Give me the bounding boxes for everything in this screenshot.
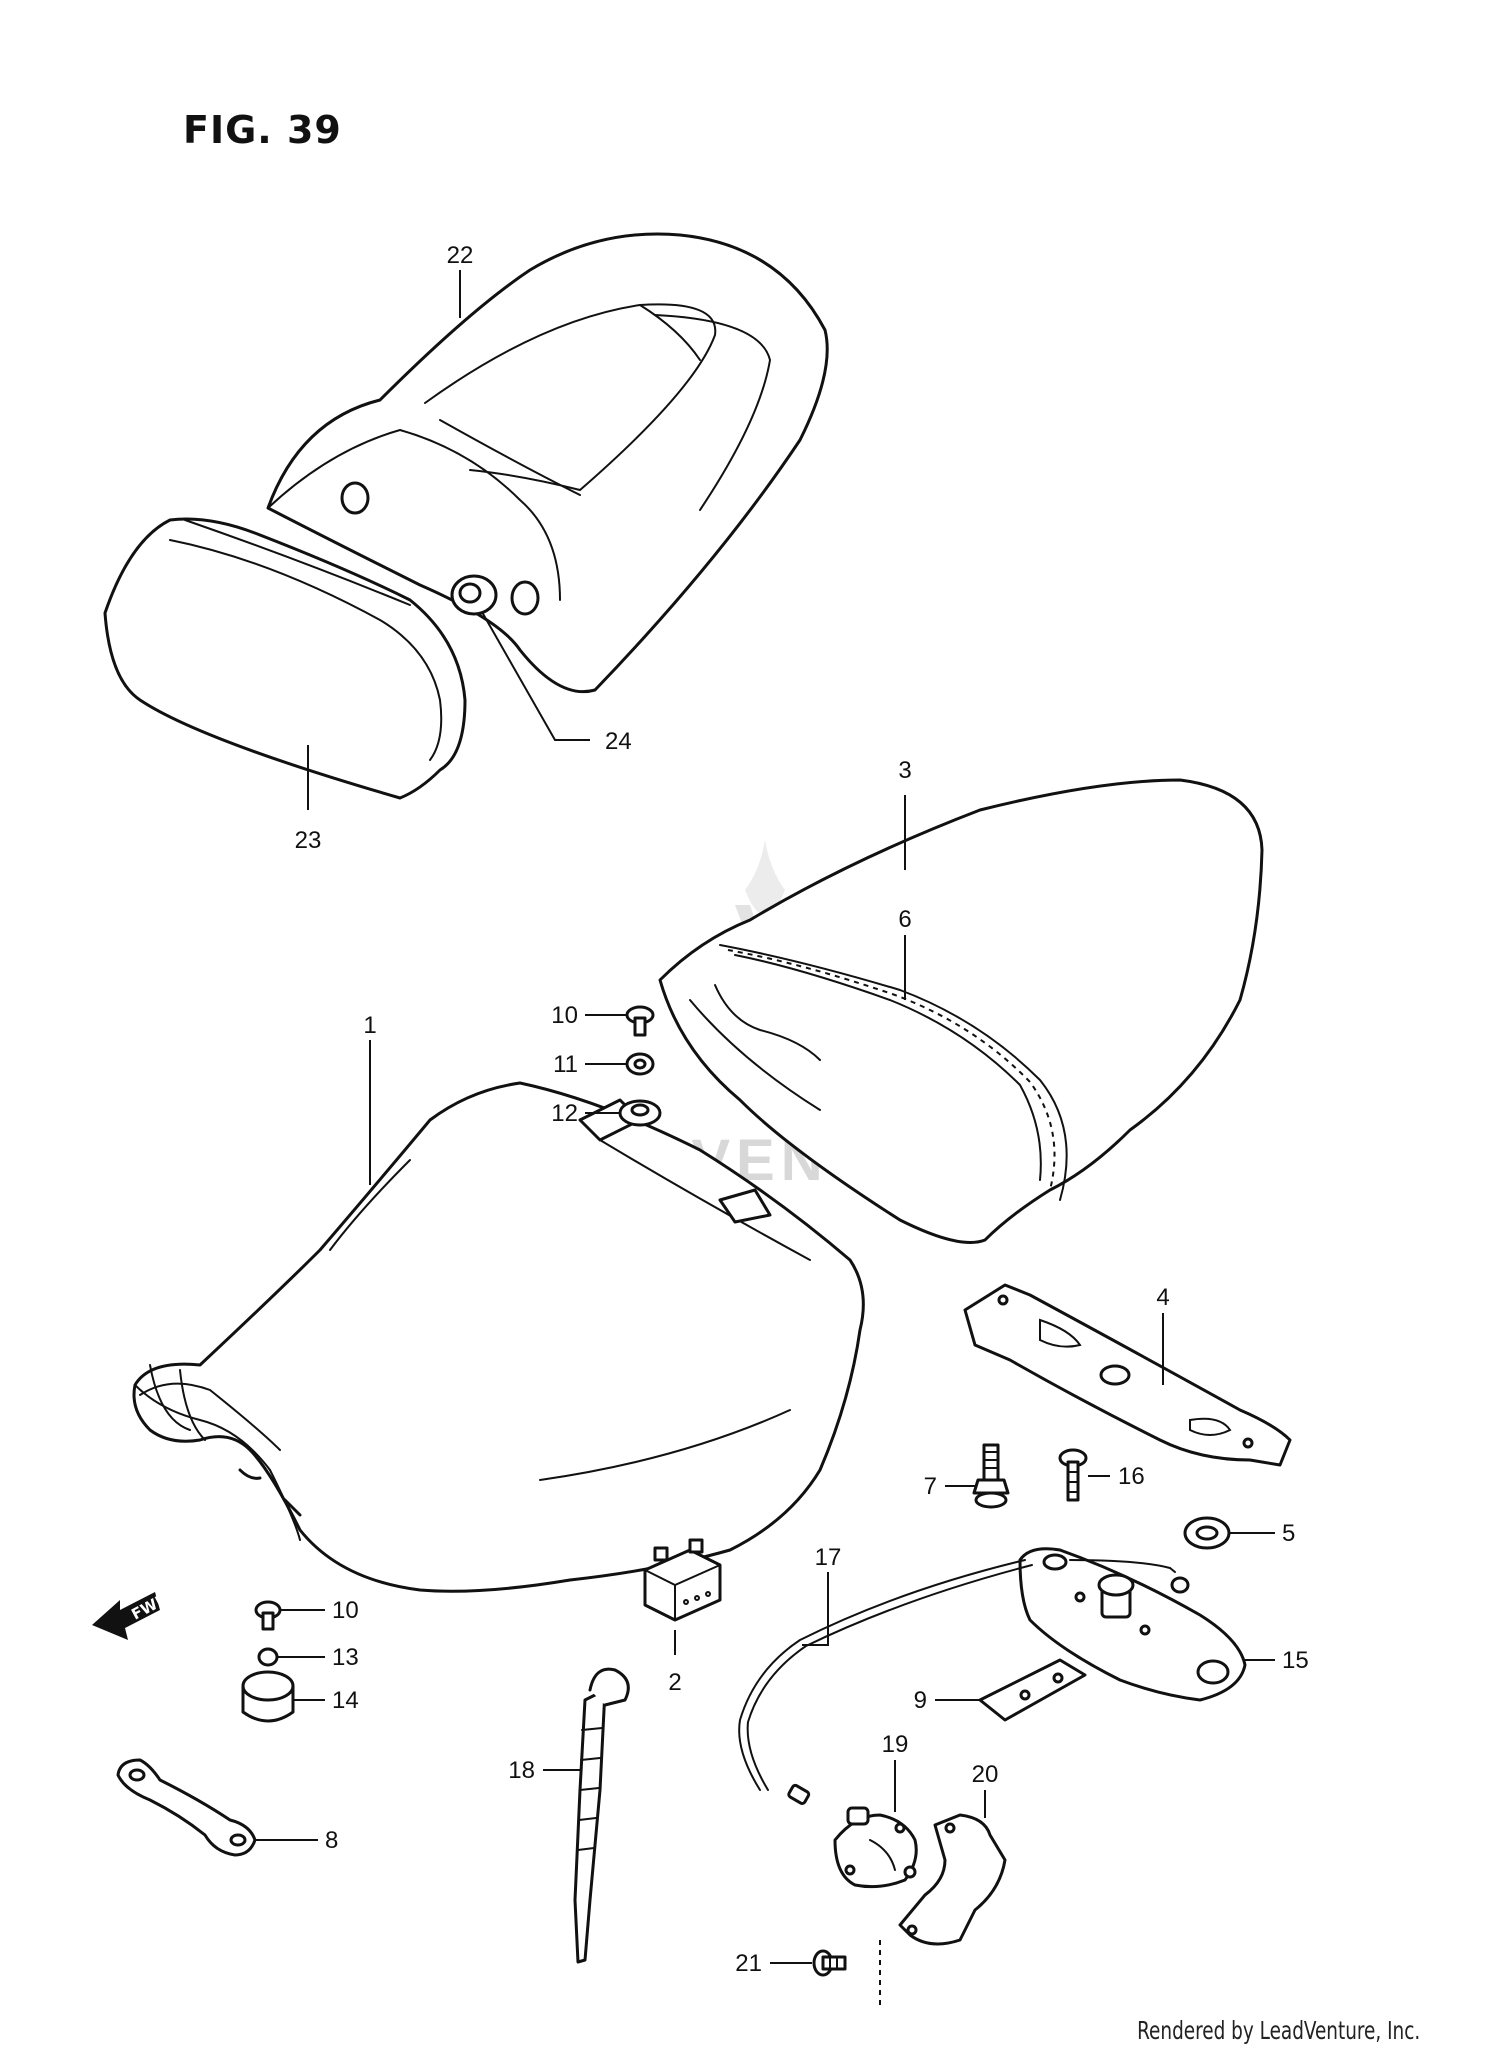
part-22-rear-seat-cowl xyxy=(266,232,829,694)
callout-13: 13 xyxy=(332,1644,359,1671)
part-10-bolt-lower xyxy=(254,1600,282,1631)
part-20-bracket xyxy=(898,1813,1007,1946)
figure-title: FIG. 39 xyxy=(183,108,342,152)
callout-20: 20 xyxy=(972,1761,999,1788)
callout-10-lower: 10 xyxy=(332,1597,359,1624)
leader-lines xyxy=(255,270,1275,1964)
callout-12: 12 xyxy=(551,1100,578,1127)
part-2-connector-clip xyxy=(643,1538,722,1622)
part-24-grommet xyxy=(450,574,498,616)
callout-10-upper: 10 xyxy=(551,1002,578,1029)
callout-24: 24 xyxy=(605,728,632,755)
part-15-lock-plate xyxy=(1018,1547,1247,1702)
render-credit: Rendered by LeadVenture, Inc. xyxy=(1136,2016,1420,2045)
callout-19: 19 xyxy=(882,1731,909,1758)
callout-22: 22 xyxy=(447,242,474,269)
part-7-bolt xyxy=(972,1443,1010,1509)
callout-9: 9 xyxy=(914,1687,927,1714)
callout-1: 1 xyxy=(363,1012,376,1039)
part-18-tie-strap xyxy=(573,1667,630,1964)
callout-15: 15 xyxy=(1282,1647,1309,1674)
part-12-grommet xyxy=(618,1099,662,1127)
callout-3: 3 xyxy=(898,757,911,784)
part-17-seat-lock-cable xyxy=(738,1559,1033,1805)
part-4-seat-bracket xyxy=(963,1283,1292,1467)
part-16-screw xyxy=(1058,1448,1088,1502)
callout-23: 23 xyxy=(295,827,322,854)
fwd-label: FWD xyxy=(128,1589,171,1623)
arrow-left-icon xyxy=(92,1592,160,1640)
part-14-spacer xyxy=(241,1670,295,1723)
callout-21: 21 xyxy=(735,1950,762,1977)
fwd-direction-marker: FWD xyxy=(92,1589,172,1640)
part-9-plate xyxy=(978,1658,1087,1722)
callout-8: 8 xyxy=(325,1827,338,1854)
callout-18: 18 xyxy=(508,1757,535,1784)
part-11-washer xyxy=(625,1052,655,1076)
part-13-washer xyxy=(257,1647,279,1667)
callout-6: 6 xyxy=(898,906,911,933)
callout-16: 16 xyxy=(1118,1463,1145,1490)
callout-17: 17 xyxy=(815,1544,842,1571)
callout-7: 7 xyxy=(924,1473,937,1500)
part-8-strap xyxy=(116,1758,257,1857)
part-3-rear-seat xyxy=(658,778,1264,1244)
callout-11: 11 xyxy=(553,1051,578,1078)
part-10-bolt-upper xyxy=(625,1005,655,1037)
part-21-screw xyxy=(812,1940,881,2010)
callout-14: 14 xyxy=(332,1687,359,1714)
callout-5: 5 xyxy=(1282,1520,1295,1547)
callout-4: 4 xyxy=(1156,1284,1169,1311)
callout-2: 2 xyxy=(668,1669,681,1696)
part-5-lock-nut xyxy=(1183,1516,1231,1550)
part-19-lock-assembly xyxy=(833,1806,918,1889)
part-1-front-seat xyxy=(132,1081,865,1593)
callout-labels: 22 23 24 3 6 1 10 11 12 4 7 16 5 15 17 9… xyxy=(295,242,1309,1977)
part-23-rear-pad xyxy=(103,517,467,800)
